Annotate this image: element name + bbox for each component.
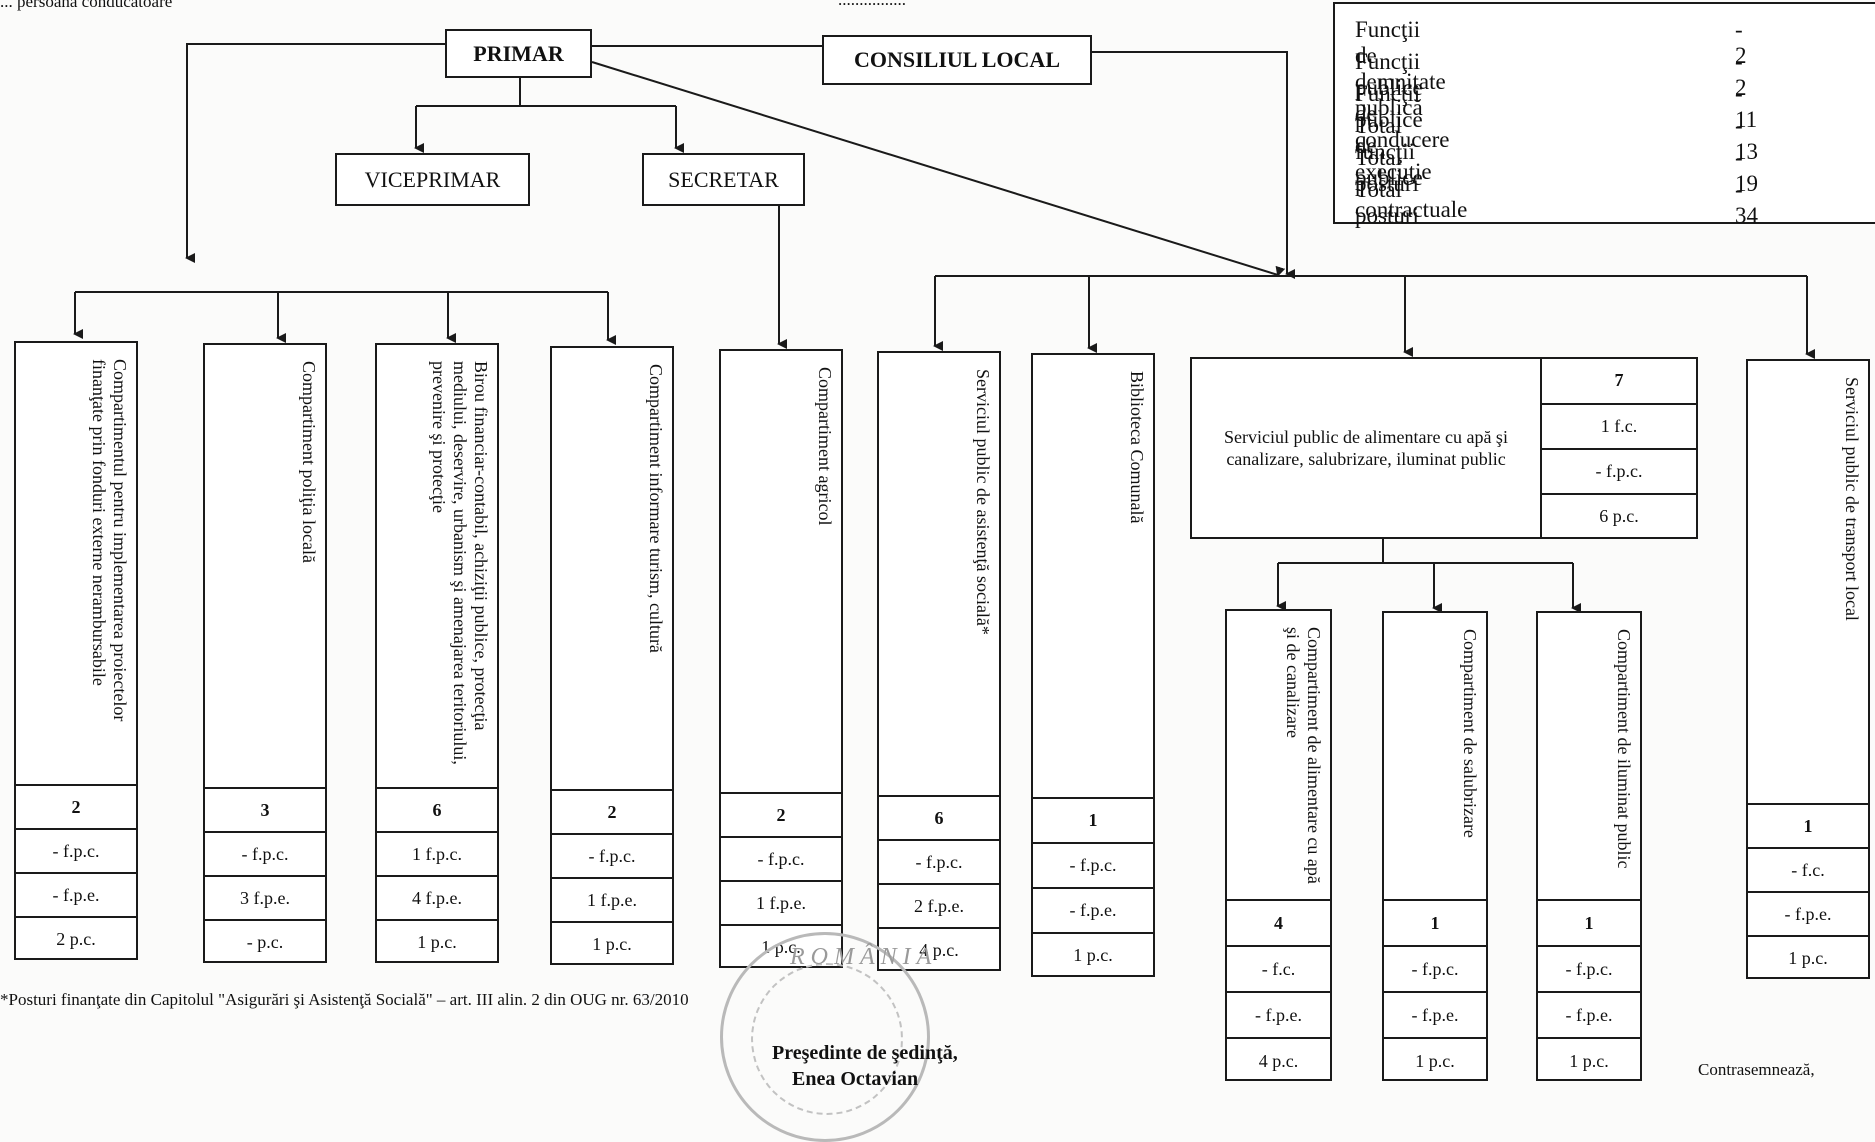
service-fc: 1 f.c. xyxy=(1542,403,1696,448)
department-pc: 1 p.c. xyxy=(552,921,672,965)
legend-value: - 2 xyxy=(1735,49,1747,100)
department-total: 2 xyxy=(721,792,841,836)
header-right-fragment: ................ xyxy=(838,0,906,10)
legend-label: Total funcţii publice xyxy=(1355,113,1423,190)
service-pc: 6 p.c. xyxy=(1542,493,1696,537)
subdepartment-iluminat: Compartiment de iluminat public 1 - f.p.… xyxy=(1536,611,1642,1081)
subdepartment-fpe: - f.p.e. xyxy=(1227,991,1330,1037)
signature-title: Preşedinte de şedinţă, xyxy=(772,1042,958,1064)
footnote: *Posturi finanţate din Capitolul "Asigur… xyxy=(0,990,689,1009)
subdepartment-fc: - f.c. xyxy=(1227,945,1330,991)
department-pc: 4 p.c. xyxy=(879,927,999,971)
header-left-fragment: ... persoana conducătoare xyxy=(0,0,173,11)
connector-lines xyxy=(73,43,1815,613)
department-fonduri-externe: Compartimentul pentru implementarea proi… xyxy=(14,341,138,960)
legend-label: Total posturi xyxy=(1355,177,1419,228)
department-fpe: 1 f.p.e. xyxy=(552,877,672,921)
legend-label: Funcţii publice de execuţie xyxy=(1355,81,1432,184)
department-total: 2 xyxy=(552,789,672,833)
department-total: 1 xyxy=(1033,797,1153,842)
subdepartment-salubrizare: Compartiment de salubrizare 1 - f.p.c. -… xyxy=(1382,611,1488,1081)
secretar-box: SECRETAR xyxy=(642,153,805,206)
subdepartment-pc: 1 p.c. xyxy=(1384,1037,1486,1083)
legend-label: Funcţii de demnitate publică xyxy=(1355,17,1446,120)
subdepartment-fpe: - f.p.e. xyxy=(1384,991,1486,1037)
department-fpc: - f.p.c. xyxy=(552,833,672,877)
legend-value: - 13 xyxy=(1735,113,1758,164)
department-label: Compartiment poliţia locală xyxy=(299,361,319,563)
department-total: 2 xyxy=(16,784,136,828)
legend-label: Funcţii publice de conducere xyxy=(1355,49,1450,152)
subdepartment-total: 4 xyxy=(1227,899,1330,945)
subdepartment-alimentare-apa: Compartiment de alimentare cu apă şi de … xyxy=(1225,609,1332,1081)
legend-value: - 11 xyxy=(1735,81,1758,132)
legend-label: Total posturi contractuale xyxy=(1355,145,1468,222)
department-pc: 2 p.c. xyxy=(16,916,136,960)
department-total: 6 xyxy=(879,795,999,839)
department-fpc: - f.c. xyxy=(1748,847,1868,891)
department-label: Birou financiar-contabil, achiziţii publ… xyxy=(429,361,491,765)
department-pc: - p.c. xyxy=(205,919,325,963)
department-birou-financiar: Birou financiar-contabil, achiziţii publ… xyxy=(375,343,499,963)
department-pc: 1 p.c. xyxy=(377,919,497,963)
primar-box: PRIMAR xyxy=(445,29,592,78)
department-fpc: - f.p.c. xyxy=(205,831,325,875)
subdepartment-fpe: - f.p.e. xyxy=(1538,991,1640,1037)
department-transport-local: Serviciul public de transport local 1 - … xyxy=(1746,359,1870,979)
subdepartment-pc: 4 p.c. xyxy=(1227,1037,1330,1083)
department-fpe: 4 f.p.e. xyxy=(377,875,497,919)
legend-value: - 2 xyxy=(1735,17,1747,68)
department-politia-locala: Compartiment poliţia locală 3 - f.p.c. 3… xyxy=(203,343,327,963)
department-agricol: Compartiment agricol 2 - f.p.c. 1 f.p.e.… xyxy=(719,349,843,968)
signature-name: Enea Octavian xyxy=(792,1068,919,1090)
department-total: 6 xyxy=(377,787,497,831)
department-total: 1 xyxy=(1748,803,1868,847)
department-fpc: - f.p.c. xyxy=(721,836,841,880)
department-pc: 1 p.c. xyxy=(1033,932,1153,977)
summary-legend xyxy=(1333,2,1875,224)
department-label: Biblioteca Comunală xyxy=(1127,371,1147,524)
department-biblioteca: Biblioteca Comunală 1 - f.p.c. - f.p.e. … xyxy=(1031,353,1155,977)
department-fpc: - f.p.c. xyxy=(879,839,999,883)
department-informare-turism: Compartiment informare turism, cultură 2… xyxy=(550,346,674,965)
department-label: Compartiment informare turism, cultură xyxy=(646,364,666,653)
legend-value: - 34 xyxy=(1735,177,1758,228)
department-fpc: - f.p.c. xyxy=(16,828,136,872)
department-total: 3 xyxy=(205,787,325,831)
legend-value: - 19 xyxy=(1735,145,1758,196)
serviciu-alimentare-apa-box: Serviciul public de alimentare cu apă şi… xyxy=(1190,357,1698,539)
subdepartment-total: 1 xyxy=(1384,899,1486,945)
subdepartment-fpc: - f.p.c. xyxy=(1384,945,1486,991)
subdepartment-fpc: - f.p.c. xyxy=(1538,945,1640,991)
department-fpe: - f.p.e. xyxy=(16,872,136,916)
seal-text: ROMÂNIA xyxy=(790,944,938,970)
department-fpe: 2 f.p.e. xyxy=(879,883,999,927)
department-label: Serviciul public de transport local xyxy=(1842,377,1862,621)
seal-emblem xyxy=(751,963,903,1115)
department-asistenta-sociala: Serviciul public de asistenţă socială* 6… xyxy=(877,351,1001,971)
viceprimar-box: VICEPRIMAR xyxy=(335,153,530,206)
department-fpe: - f.p.e. xyxy=(1033,887,1153,932)
subdepartment-pc: 1 p.c. xyxy=(1538,1037,1640,1083)
department-label: Compartimentul pentru implementarea proi… xyxy=(89,359,130,722)
department-fpc: - f.p.c. xyxy=(1033,842,1153,887)
department-fpe: 1 f.p.e. xyxy=(721,880,841,924)
department-label: Serviciul public de asistenţă socială* xyxy=(973,369,993,635)
department-fpc: 1 f.p.c. xyxy=(377,831,497,875)
subdepartment-label: Compartiment de salubrizare xyxy=(1460,629,1480,838)
department-fpe: - f.p.e. xyxy=(1748,891,1868,935)
contrasign-label: Contrasemnează, xyxy=(1698,1060,1815,1079)
service-label: Serviciul public de alimentare cu apă şi… xyxy=(1224,427,1508,469)
consiliul-local-box: CONSILIUL LOCAL xyxy=(822,35,1092,85)
subdepartment-label: Compartiment de iluminat public xyxy=(1614,629,1634,869)
department-fpe: 3 f.p.e. xyxy=(205,875,325,919)
subdepartment-total: 1 xyxy=(1538,899,1640,945)
subdepartment-label: Compartiment de alimentare cu apă şi de … xyxy=(1283,627,1324,884)
department-label: Compartiment agricol xyxy=(815,367,835,526)
service-total: 7 xyxy=(1614,369,1624,390)
service-fpc: - f.p.c. xyxy=(1542,448,1696,493)
department-pc: 1 p.c. xyxy=(1748,935,1868,979)
